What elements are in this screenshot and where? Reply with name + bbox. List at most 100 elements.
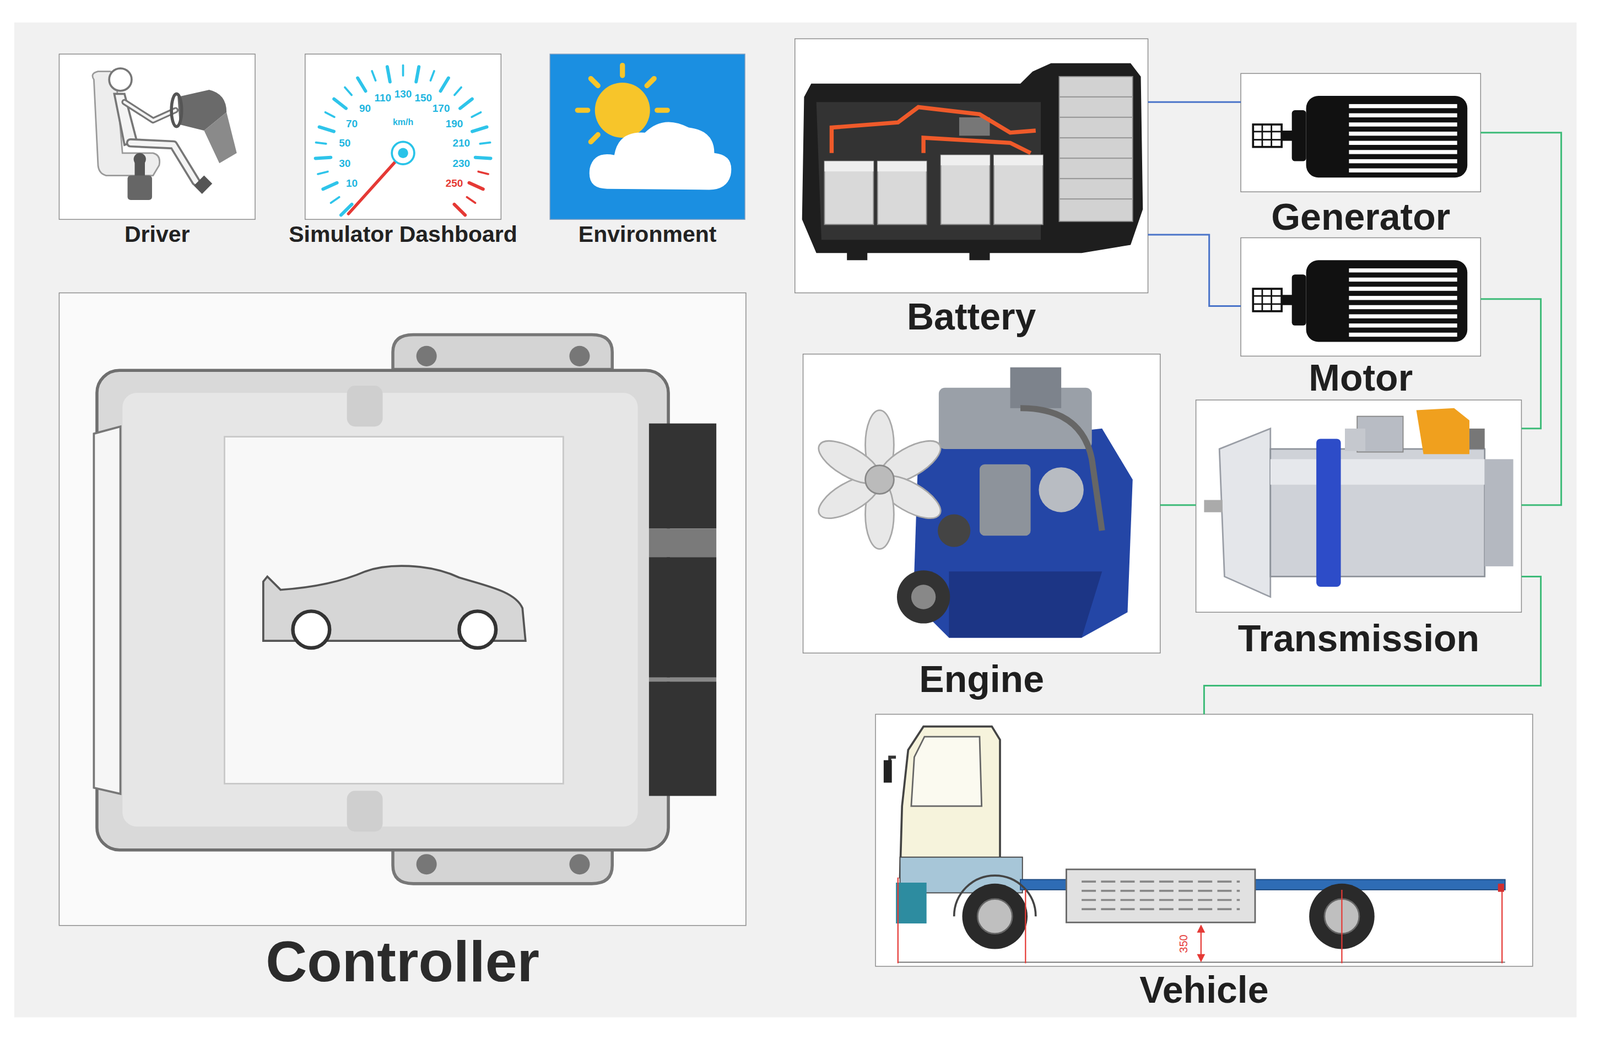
speed-scale-number-text: 210 <box>452 137 470 149</box>
ecu-illustration <box>649 528 717 558</box>
driver-icon <box>127 175 153 200</box>
label-holder: Battery <box>906 297 1036 335</box>
truck-illustration <box>883 760 893 783</box>
component-label: Driver <box>124 223 191 246</box>
speedometer-ticks <box>371 71 376 81</box>
truck-illustration <box>1081 889 1240 893</box>
speed-scale-number-text: 130 <box>394 88 413 100</box>
speed-scale-number: 250 <box>445 177 464 188</box>
motor-icon <box>1252 295 1282 297</box>
speedometer-ticks <box>454 204 466 216</box>
transmission-illustration <box>1316 438 1341 587</box>
engine-illustration <box>1020 408 1102 531</box>
generator-icon <box>1348 122 1457 127</box>
speed-scale-number: 10 <box>346 177 358 188</box>
driver-icon <box>58 53 256 220</box>
speedometer-ticks <box>315 142 326 144</box>
truck-illustration <box>900 726 1001 878</box>
speed-scale-number-text: 190 <box>445 118 464 129</box>
generator-icon <box>1348 113 1457 118</box>
engine-illustration <box>803 354 1161 654</box>
component-box: Driver <box>58 53 256 220</box>
engine-illustration <box>948 571 1102 638</box>
battery-pack <box>1058 198 1133 200</box>
battery-pack <box>1058 157 1133 159</box>
driver-icon <box>203 112 237 164</box>
label-holder: Transmission <box>1238 619 1480 657</box>
truck-illustration <box>875 714 1533 966</box>
motor-icon <box>1306 260 1468 342</box>
engine-illustration <box>1010 367 1062 409</box>
battery-pack <box>824 161 874 225</box>
ecu-illustration <box>392 846 613 884</box>
ecu-illustration <box>224 436 564 785</box>
battery-pack <box>795 38 1149 293</box>
battery-pack <box>1058 116 1133 118</box>
generator-icon <box>1292 110 1307 162</box>
speed-scale-number-text: 50 <box>338 137 351 149</box>
speed-scale-number: 30 <box>338 158 351 169</box>
speedometer-ticks <box>315 65 491 216</box>
truck-illustration <box>1196 954 1205 963</box>
driver-icon <box>58 53 256 220</box>
speed-scale-number-text: 170 <box>432 102 451 113</box>
motor-icon <box>1252 288 1282 312</box>
battery-pack <box>824 161 874 172</box>
transmission-illustration <box>1416 408 1470 454</box>
engine-illustration <box>865 465 895 495</box>
battery-pack <box>969 250 990 261</box>
speedometer-ticks <box>472 126 488 132</box>
speed-scale-number-text: 230 <box>452 158 470 169</box>
motor-icon <box>1261 288 1264 312</box>
generator-icon <box>1348 149 1457 154</box>
speed-scale-number: 130 <box>394 88 413 100</box>
transmission-illustration <box>1344 428 1366 452</box>
motor-icon <box>1348 332 1457 337</box>
engine-illustration <box>896 570 950 624</box>
generator-icon <box>1252 138 1282 141</box>
ecu-illustration <box>58 293 746 926</box>
truck-illustration <box>897 877 899 964</box>
engine-illustration <box>812 410 947 550</box>
component-label: Motor <box>1308 358 1413 397</box>
transmission-illustration <box>1196 400 1522 613</box>
component-label: Environment <box>578 223 717 246</box>
transmission-illustration <box>1196 400 1522 613</box>
speed-scale-number: 230 <box>452 158 470 169</box>
component-box: Transmission <box>1196 400 1522 613</box>
generator-icon <box>1261 124 1264 148</box>
driver-icon <box>124 101 176 121</box>
component-box: Controller <box>58 293 746 926</box>
power-link <box>1148 101 1242 104</box>
speedometer-icon <box>305 53 502 220</box>
motor-icon <box>1348 323 1457 328</box>
driver-icon <box>133 153 147 166</box>
driver-icon <box>193 175 213 194</box>
ecu-illustration <box>293 611 331 648</box>
label-holder: Controller <box>265 932 540 991</box>
component-label: Controller <box>265 932 540 991</box>
weather-icon <box>590 134 598 142</box>
generator-icon <box>1348 131 1457 136</box>
speedometer-ticks <box>325 112 335 118</box>
truck-illustration <box>1081 899 1240 902</box>
truck-illustration <box>1341 889 1343 964</box>
motor-icon <box>1348 314 1457 318</box>
generator-icon <box>1270 124 1273 148</box>
engine-illustration <box>937 514 971 547</box>
speed-unit-text: km/h <box>392 117 414 127</box>
power-link <box>1160 504 1197 506</box>
speedometer-ticks <box>454 87 462 96</box>
speedometer-ticks <box>460 99 473 109</box>
label-holder: Motor <box>1308 358 1413 397</box>
ecu-illustration <box>58 293 746 926</box>
speed-scale-number-text: 70 <box>346 118 358 129</box>
component-label: Generator <box>1271 197 1451 236</box>
transmission-illustration <box>1270 458 1485 485</box>
speedometer-ticks <box>315 157 332 159</box>
battery-pack <box>1058 96 1133 98</box>
generator-icon <box>1348 141 1457 145</box>
truck-illustration <box>1498 883 1505 893</box>
